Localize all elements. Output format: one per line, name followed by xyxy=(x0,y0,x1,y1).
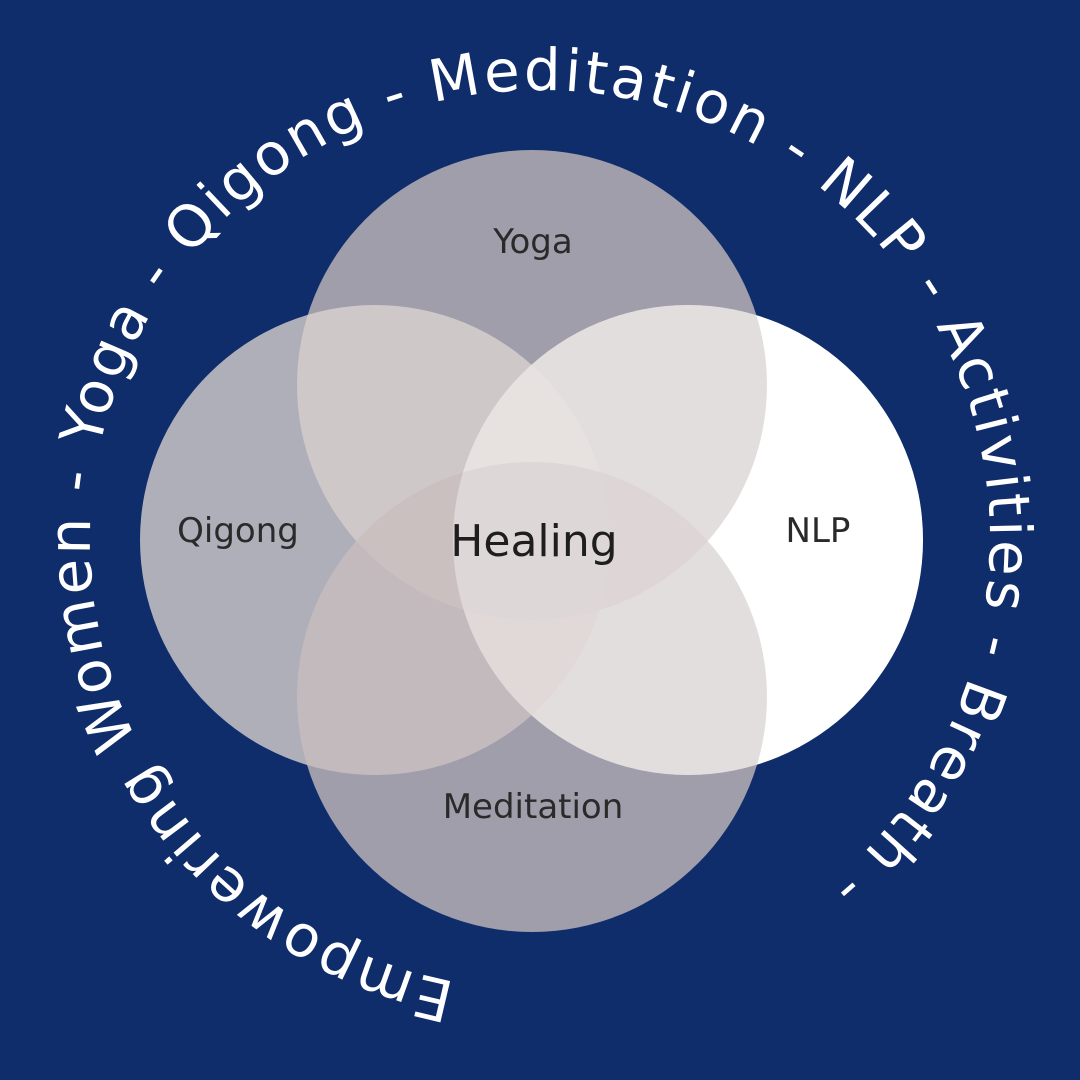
label-yoga: Yoga xyxy=(492,222,572,262)
label-center-healing: Healing xyxy=(450,516,617,567)
label-qigong: Qigong xyxy=(177,511,299,551)
circle-nlp-overlay xyxy=(453,305,923,775)
label-meditation: Meditation xyxy=(443,787,624,827)
label-nlp: NLP xyxy=(786,511,851,551)
circle-meditation xyxy=(297,462,767,932)
venn-circles xyxy=(140,150,923,932)
